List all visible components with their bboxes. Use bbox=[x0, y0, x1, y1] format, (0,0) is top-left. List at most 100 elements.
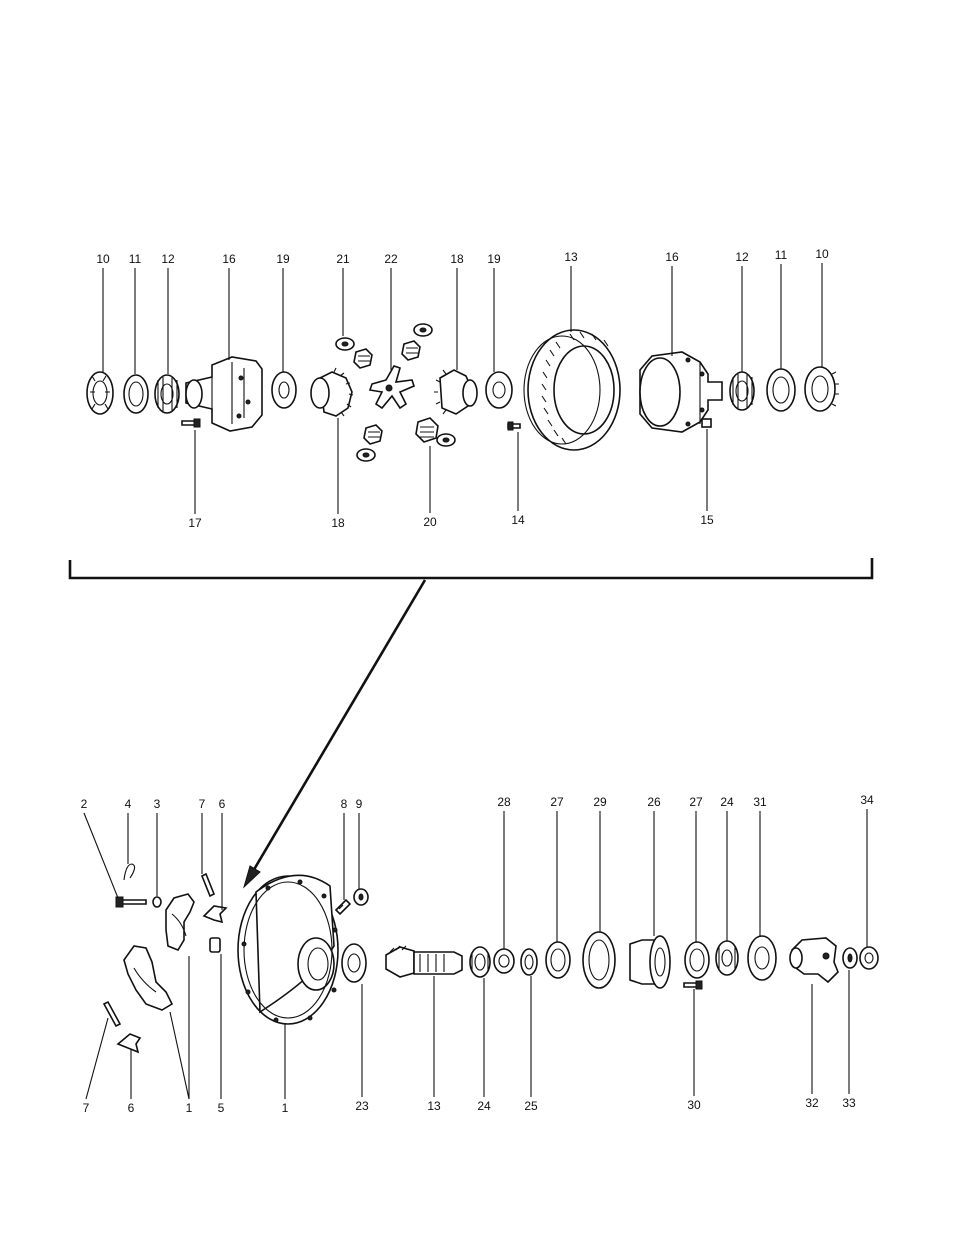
pinion-carrier-26 bbox=[630, 936, 670, 988]
callout: 11 bbox=[775, 248, 788, 262]
pinion-gear-top-left bbox=[354, 349, 372, 368]
callout: 14 bbox=[511, 513, 525, 527]
callout: 34 bbox=[860, 793, 874, 807]
callout: 21 bbox=[336, 252, 350, 266]
nut-34 bbox=[860, 947, 878, 969]
pinion-gear-bottom-left bbox=[364, 425, 382, 444]
callout: 29 bbox=[593, 795, 607, 809]
bottom-callouts-below: 7 6 1 5 1 23 13 24 25 30 32 33 bbox=[83, 1096, 856, 1115]
bolt-30 bbox=[684, 981, 702, 989]
assembly-bracket bbox=[70, 558, 872, 578]
cotter-pin-upper bbox=[202, 874, 214, 896]
bearing-cap-lower bbox=[124, 946, 172, 1010]
pinion-washer-top-right bbox=[414, 324, 432, 336]
callout: 18 bbox=[450, 252, 464, 266]
top-callouts-below: 17 18 20 14 15 bbox=[188, 513, 714, 530]
callout: 25 bbox=[524, 1099, 538, 1113]
stud-8 bbox=[336, 900, 350, 914]
side-gear-left bbox=[311, 368, 353, 416]
bearing-cup-27-left bbox=[546, 942, 570, 978]
callout: 3 bbox=[154, 797, 161, 811]
callout: 6 bbox=[219, 797, 226, 811]
callout: 28 bbox=[497, 795, 511, 809]
callout: 10 bbox=[96, 252, 110, 266]
callout: 4 bbox=[125, 797, 132, 811]
callout: 9 bbox=[356, 797, 363, 811]
callout: 1 bbox=[186, 1101, 193, 1115]
bottom-leaders-above bbox=[84, 809, 867, 949]
bolt-14 bbox=[508, 422, 520, 430]
bolt-2 bbox=[116, 897, 146, 907]
callout: 7 bbox=[83, 1101, 90, 1115]
callout: 26 bbox=[647, 795, 661, 809]
ring-gear bbox=[524, 330, 620, 450]
drive-pinion bbox=[386, 946, 462, 977]
callout: 13 bbox=[427, 1099, 441, 1113]
callout: 31 bbox=[753, 795, 767, 809]
assembly-arrow bbox=[244, 580, 425, 887]
callout: 11 bbox=[129, 252, 142, 266]
washer-33 bbox=[843, 948, 857, 968]
dowel-5 bbox=[210, 938, 220, 952]
callout: 5 bbox=[218, 1101, 225, 1115]
axle-housing bbox=[238, 875, 338, 1024]
callout: 19 bbox=[487, 252, 501, 266]
callout: 24 bbox=[477, 1099, 491, 1113]
pinion-bearing-24-outer bbox=[716, 941, 738, 975]
lock-wire-4 bbox=[124, 864, 135, 880]
pinion-washer-bottom-left bbox=[357, 449, 375, 461]
bearing-cone-left bbox=[87, 372, 113, 414]
callout: 32 bbox=[805, 1096, 819, 1110]
bearing-right bbox=[730, 372, 754, 410]
housing-assembly bbox=[104, 864, 878, 1052]
bearing-cup-27-right bbox=[685, 942, 709, 978]
callout: 18 bbox=[331, 516, 345, 530]
washer-3 bbox=[153, 897, 161, 907]
callout: 12 bbox=[161, 252, 175, 266]
bottom-leaders-below bbox=[86, 954, 849, 1099]
callout: 20 bbox=[423, 515, 437, 529]
nut-9 bbox=[354, 889, 368, 905]
callout: 24 bbox=[720, 795, 734, 809]
callout: 13 bbox=[564, 250, 578, 264]
pinion-gear-top-right bbox=[402, 341, 420, 360]
bearing-cap-upper bbox=[166, 894, 194, 950]
bearing-cup-right bbox=[767, 369, 795, 411]
callout: 10 bbox=[815, 247, 829, 261]
callout: 19 bbox=[276, 252, 290, 266]
gasket-29 bbox=[583, 932, 615, 988]
pinion-washer-21 bbox=[336, 338, 354, 350]
pinion-gear-20 bbox=[416, 418, 438, 442]
bottom-callouts-above: 2 4 3 7 6 8 9 28 27 29 26 27 24 31 34 bbox=[81, 793, 874, 811]
callout: 8 bbox=[341, 797, 348, 811]
bearing-left bbox=[155, 375, 179, 413]
callout: 15 bbox=[700, 513, 714, 527]
callout: 30 bbox=[687, 1098, 701, 1112]
callout: 12 bbox=[735, 250, 749, 264]
universal-joint-yoke-32 bbox=[790, 938, 838, 982]
top-leaders-above bbox=[103, 263, 822, 374]
lock-plate-lower bbox=[118, 1034, 140, 1052]
thrust-washer-left bbox=[272, 372, 296, 408]
pinion-bearing-24-inner bbox=[470, 947, 490, 977]
bolt-17 bbox=[182, 419, 200, 427]
oil-seal-31 bbox=[748, 936, 776, 980]
top-leaders-below bbox=[195, 418, 707, 514]
callout: 7 bbox=[199, 797, 206, 811]
callout: 17 bbox=[188, 516, 202, 530]
callout: 16 bbox=[665, 250, 679, 264]
callout: 27 bbox=[689, 795, 703, 809]
callout: 1 bbox=[282, 1101, 289, 1115]
callout: 16 bbox=[222, 252, 236, 266]
shim-25 bbox=[521, 949, 537, 975]
spacer-28 bbox=[494, 949, 514, 973]
callout: 2 bbox=[81, 797, 88, 811]
pinion-washer-bottom-right bbox=[437, 434, 455, 446]
differential-spider bbox=[370, 366, 414, 408]
callout: 27 bbox=[550, 795, 564, 809]
bearing-cone-right bbox=[805, 367, 839, 411]
nut-15 bbox=[702, 419, 711, 427]
lock-plate-upper bbox=[204, 906, 226, 922]
callout: 6 bbox=[128, 1101, 135, 1115]
